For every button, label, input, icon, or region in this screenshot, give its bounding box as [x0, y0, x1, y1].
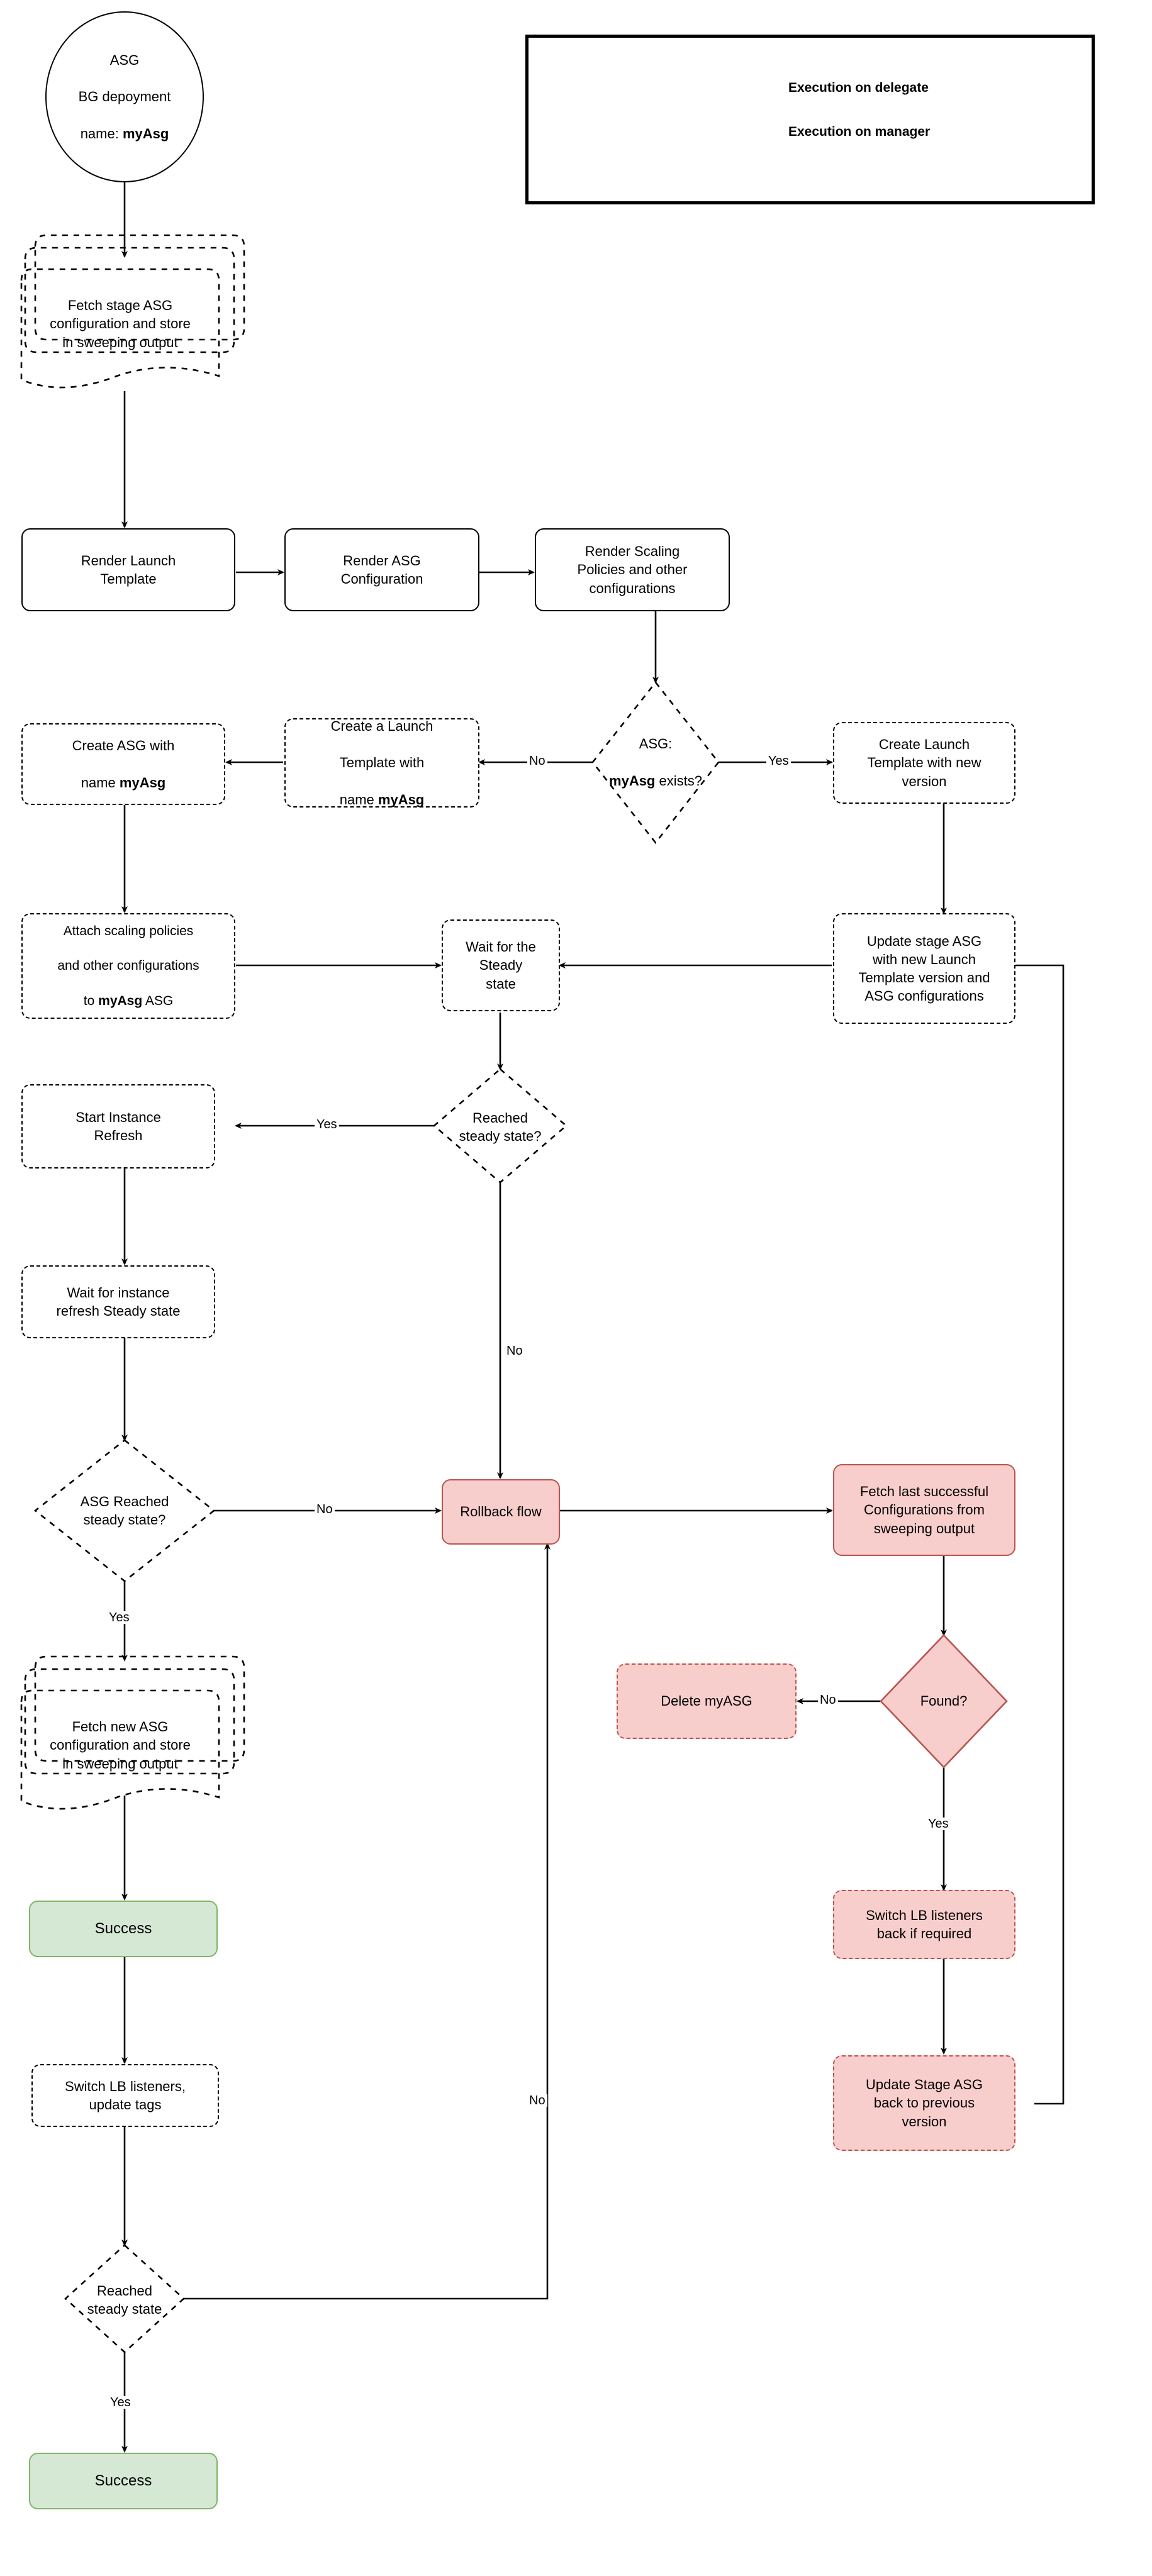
create-lt-name-prefix: name	[339, 791, 378, 808]
node-switch-lb-listeners-back[interactable]: Switch LB listeners back if required	[833, 1890, 1015, 1959]
node-update-stage-asg-previous-version[interactable]: Update Stage ASG back to previous versio…	[833, 2055, 1015, 2151]
node-render-scaling-policies[interactable]: Render Scaling Policies and other config…	[535, 528, 730, 611]
start-line-2: BG depoyment	[78, 89, 171, 105]
create-lt-name-value: myAsg	[377, 791, 425, 808]
legend-delegate-label: Execution on delegate	[788, 80, 929, 95]
switch-lb-update-tags-label: Switch LB listeners, update tags	[65, 2078, 186, 2112]
create-lt-line-1: Create a Launch	[330, 718, 433, 735]
switch-lb-back-label: Switch LB listeners back if required	[866, 1907, 983, 1941]
render-asg-configuration-label: Render ASG Configuration	[340, 552, 423, 587]
success-mid-label: Success	[94, 1920, 152, 1938]
legend-manager-label: Execution on manager	[788, 125, 931, 139]
edge-label-reached-steady-yes: Yes	[315, 1118, 339, 1131]
bottom-reached-steady-state-label: Reached steady state	[87, 2282, 162, 2317]
edge-label-bottom-steady-yes: Yes	[108, 2396, 133, 2409]
asg-reached-steady-state-label: ASG Reached steady state?	[80, 1493, 169, 1528]
render-scaling-policies-label: Render Scaling Policies and other config…	[577, 543, 688, 596]
wait-steady-state-label: Wait for the Steady state	[466, 939, 536, 992]
start-line-1: ASG	[109, 52, 140, 69]
found-label: Found?	[920, 1693, 968, 1709]
node-create-asg-myasg[interactable]: Create ASG with name myAsg	[21, 723, 225, 805]
asg-exists-line-2: myAsg exists?	[609, 772, 702, 790]
edge-label-asg-exists-no: No	[527, 755, 547, 767]
attach-line-1: Attach scaling policies	[63, 923, 194, 938]
success-bottom-label: Success	[94, 2472, 152, 2490]
rollback-flow-label: Rollback flow	[460, 1504, 542, 1520]
node-fetch-stage-asg-config[interactable]: Fetch stage ASG configuration and store …	[21, 277, 219, 371]
create-asg-line-2: name myAsg	[72, 774, 175, 792]
attach-line-2: and other configurations	[57, 958, 199, 974]
edge-label-found-no: No	[818, 1694, 838, 1706]
node-wait-for-steady-state[interactable]: Wait for the Steady state	[442, 919, 560, 1011]
create-asg-line-1: Create ASG with	[72, 738, 175, 754]
asg-exists-rest: exists?	[655, 772, 702, 789]
node-rollback-flow[interactable]: Rollback flow	[442, 1479, 560, 1545]
node-bottom-reached-steady-state-decision[interactable]: Reached steady state	[65, 2272, 184, 2328]
legend-box	[525, 35, 1095, 204]
create-lt-line-2: Template with	[339, 755, 425, 771]
node-render-launch-template[interactable]: Render Launch Template	[21, 528, 235, 611]
node-asg-reached-steady-state-decision[interactable]: ASG Reached steady state?	[35, 1479, 214, 1542]
node-asg-exists-decision[interactable]: ASG: myAsg exists?	[599, 723, 712, 801]
node-attach-scaling-policies[interactable]: Attach scaling policies and other config…	[21, 913, 235, 1019]
node-fetch-new-asg-config[interactable]: Fetch new ASG configuration and store in…	[21, 1698, 219, 1792]
edge-label-asg-reached-yes: Yes	[107, 1611, 131, 1624]
edge-label-found-yes: Yes	[926, 1818, 951, 1830]
asg-exists-line-1: ASG:	[639, 736, 673, 752]
update-stage-asg-previous-label: Update Stage ASG back to previous versio…	[866, 2077, 983, 2129]
reached-steady-state-label: Reached steady state?	[459, 1109, 542, 1144]
node-delete-myasg[interactable]: Delete myASG	[617, 1663, 797, 1739]
node-start-asg-bg-deployment[interactable]: ASG BG depoyment name: myAsg	[45, 11, 204, 182]
attach-line-3: to myAsg ASG	[57, 992, 199, 1010]
create-asg-name-value: myAsg	[119, 774, 166, 791]
update-stage-asg-label: Update stage ASG with new Launch Templat…	[858, 933, 990, 1004]
fetch-last-successful-label: Fetch last successful Configurations fro…	[859, 1484, 989, 1536]
create-asg-name-prefix: name	[81, 774, 120, 791]
wait-instance-refresh-label: Wait for instance refresh Steady state	[56, 1284, 181, 1319]
start-name-prefix: name:	[80, 125, 123, 142]
edge-label-reached-steady-no: No	[505, 1345, 525, 1357]
edge-label-asg-reached-no: No	[315, 1503, 335, 1516]
start-name-value: myAsg	[122, 125, 169, 142]
delete-myasg-label: Delete myASG	[661, 1693, 752, 1709]
node-switch-lb-listeners-update-tags[interactable]: Switch LB listeners, update tags	[31, 2064, 219, 2127]
node-start-instance-refresh[interactable]: Start Instance Refresh	[21, 1084, 215, 1169]
node-wait-instance-refresh[interactable]: Wait for instance refresh Steady state	[21, 1265, 215, 1338]
asg-exists-name: myAsg	[609, 772, 656, 789]
render-launch-template-label: Render Launch Template	[81, 552, 176, 587]
attach-suffix: ASG	[142, 993, 174, 1008]
fetch-stage-label: Fetch stage ASG configuration and store …	[50, 297, 191, 350]
node-success-bottom[interactable]: Success	[29, 2453, 218, 2509]
fetch-new-asg-label: Fetch new ASG configuration and store in…	[50, 1719, 191, 1772]
start-line-3: name: myAsg	[79, 125, 171, 143]
edge-label-asg-exists-yes: Yes	[766, 755, 791, 767]
start-instance-refresh-label: Start Instance Refresh	[75, 1109, 161, 1143]
node-create-launch-template-myasg[interactable]: Create a Launch Template with name myAsg	[284, 718, 479, 808]
node-create-launch-template-new-version[interactable]: Create Launch Template with new version	[833, 722, 1015, 804]
create-lt-line-3: name myAsg	[331, 791, 433, 809]
node-update-stage-asg[interactable]: Update stage ASG with new Launch Templat…	[833, 913, 1015, 1024]
edge-label-bottom-steady-no: No	[527, 2094, 547, 2107]
node-render-asg-configuration[interactable]: Render ASG Configuration	[284, 528, 479, 611]
create-launch-template-new-version-label: Create Launch Template with new version	[867, 736, 981, 789]
node-reached-steady-state-decision[interactable]: Reached steady state?	[440, 1096, 560, 1158]
node-fetch-last-successful-config[interactable]: Fetch last successful Configurations fro…	[833, 1464, 1015, 1556]
node-success-mid[interactable]: Success	[29, 1901, 218, 1957]
attach-name-value: myAsg	[98, 993, 143, 1008]
attach-prefix: to	[83, 993, 99, 1008]
node-found-decision[interactable]: Found?	[890, 1682, 998, 1720]
